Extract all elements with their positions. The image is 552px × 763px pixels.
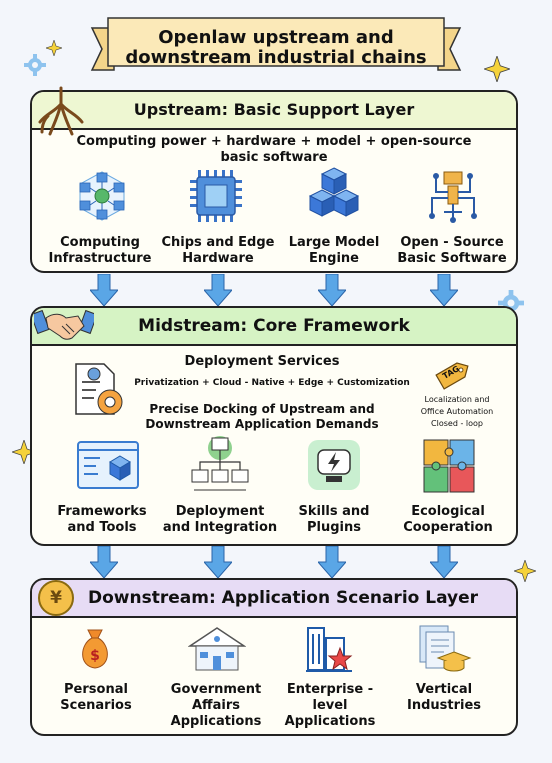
midstream-item-line: Cooperation xyxy=(403,520,493,535)
upstream-subtitle-line-2: basic software xyxy=(220,150,328,165)
down-arrow-icon xyxy=(318,546,346,578)
down-arrow-icon xyxy=(318,274,346,306)
tag-icon xyxy=(435,362,469,390)
stacked-cubes-icon xyxy=(308,167,360,217)
downstream-panel: Downstream: Application Scenario Layer $… xyxy=(30,578,518,736)
note-line: Localization and xyxy=(424,395,490,404)
downstream-item-line: Applications xyxy=(284,714,376,729)
handshake-icon xyxy=(34,309,94,340)
sparkle-icon xyxy=(514,560,536,582)
down-arrow-icon xyxy=(430,546,458,578)
down-arrow-icon xyxy=(204,546,232,578)
money-bag-icon: $ xyxy=(82,629,108,669)
office-tower-icon xyxy=(306,627,353,672)
downstream-item-label: Vertical Industries xyxy=(386,682,502,714)
yen-symbol: ¥ xyxy=(50,588,62,608)
upstream-item-line: Open - Source xyxy=(400,235,504,250)
downstream-item-line: Applications xyxy=(170,714,262,729)
upstream-subtitle: Computing power + hardware + model + ope… xyxy=(42,134,506,166)
graduation-docs-icon xyxy=(419,625,472,672)
title-line-1: Openlaw upstream and xyxy=(158,27,394,48)
upstream-header: Upstream: Basic Support Layer xyxy=(32,92,516,130)
docking-line: Precise Docking of Upstream and xyxy=(149,402,375,416)
upstream-item-line: Large Model xyxy=(288,235,380,250)
downstream-item-label: Personal Scenarios xyxy=(38,682,154,714)
upstream-item-label: Open - Source Basic Software xyxy=(388,235,516,267)
upstream-panel: Upstream: Basic Support Layer Computing … xyxy=(30,90,518,273)
window-cube-icon xyxy=(77,441,139,489)
midstream-item-line: and Tools xyxy=(67,520,137,535)
downstream-item-line: level xyxy=(312,698,348,713)
upstream-item-label: Computing Infrastructure xyxy=(38,235,162,267)
down-arrow-icon xyxy=(204,274,232,306)
upstream-item-line: Basic Software xyxy=(397,251,507,266)
midstream-item-line: Skills and xyxy=(298,504,370,519)
downstream-item-line: Vertical xyxy=(415,682,473,697)
svg-text:$: $ xyxy=(90,648,100,664)
upstream-item-label: Chips and Edge Hardware xyxy=(156,235,280,267)
localization-note: Localization and Office Automation Close… xyxy=(402,394,512,430)
note-line: Office Automation xyxy=(420,407,494,416)
upstream-item-line: Engine xyxy=(309,251,359,266)
down-arrow-icon xyxy=(90,274,118,306)
docking-text: Precise Docking of Upstream and Downstre… xyxy=(142,402,382,432)
downstream-header-text: Downstream: Application Scenario Layer xyxy=(88,588,479,608)
sparkle-icon xyxy=(484,56,510,82)
circuit-tree-icon xyxy=(429,171,477,223)
downstream-header: Downstream: Application Scenario Layer xyxy=(32,580,516,618)
title-banner xyxy=(90,17,462,71)
midstream-header: Midstream: Core Framework xyxy=(32,308,516,346)
midstream-item-label: Frameworks and Tools xyxy=(44,504,160,536)
page-title: Openlaw upstream and downstream industri… xyxy=(100,28,452,68)
title-line-2: downstream industrial chains xyxy=(125,47,427,68)
midstream-item-line: and Integration xyxy=(162,520,278,535)
robot-bolt-icon xyxy=(308,440,360,490)
down-arrow-icon xyxy=(90,546,118,578)
midstream-item-label: Deployment and Integration xyxy=(158,504,282,536)
downstream-item-line: Affairs xyxy=(192,698,240,713)
deployment-detail: Privatization + Cloud - Native + Edge + … xyxy=(134,378,410,388)
midstream-panel: Midstream: Core Framework Deployment Ser… xyxy=(30,306,518,546)
downstream-item-line: Enterprise - xyxy=(286,682,374,697)
yen-coin-icon: ¥ xyxy=(38,580,74,616)
downstream-item-label: Government Affairs Applications xyxy=(154,682,278,730)
midstream-item-label: Ecological Cooperation xyxy=(388,504,508,536)
downstream-item-line: Personal xyxy=(64,682,128,697)
midstream-item-line: Plugins xyxy=(307,520,361,535)
document-gear-icon xyxy=(75,363,123,415)
midstream-item-label: Skills and Plugins xyxy=(276,504,392,536)
network-cubes-icon xyxy=(79,171,125,221)
midstream-item-line: Frameworks xyxy=(57,504,147,519)
building-icon xyxy=(188,627,246,671)
sparkle-icon xyxy=(46,40,62,56)
midstream-item-line: Deployment xyxy=(175,504,265,519)
down-arrow-icon xyxy=(430,274,458,306)
upstream-item-line: Infrastructure xyxy=(48,251,152,266)
upstream-subtitle-line-1: Computing power + hardware + model + ope… xyxy=(76,134,472,149)
downstream-item-line: Scenarios xyxy=(60,698,132,713)
downstream-item-label: Enterprise - level Applications xyxy=(272,682,388,730)
midstream-item-line: Ecological xyxy=(411,504,485,519)
gear-icon xyxy=(24,54,46,76)
upstream-item-line: Computing xyxy=(60,235,140,250)
downstream-item-line: Industries xyxy=(406,698,482,713)
upstream-item-line: Hardware xyxy=(182,251,254,266)
deployment-title: Deployment Services xyxy=(184,354,340,369)
chip-icon xyxy=(190,170,242,222)
tree-roots-icon xyxy=(38,86,84,136)
network-hub-icon xyxy=(191,436,249,491)
puzzle-icon xyxy=(423,439,475,493)
downstream-item-line: Government xyxy=(170,682,262,697)
upstream-item-line: Chips and Edge xyxy=(161,235,275,250)
docking-line: Downstream Application Demands xyxy=(145,417,379,431)
note-line: Closed - loop xyxy=(431,419,483,428)
upstream-item-label: Large Model Engine xyxy=(272,235,396,267)
